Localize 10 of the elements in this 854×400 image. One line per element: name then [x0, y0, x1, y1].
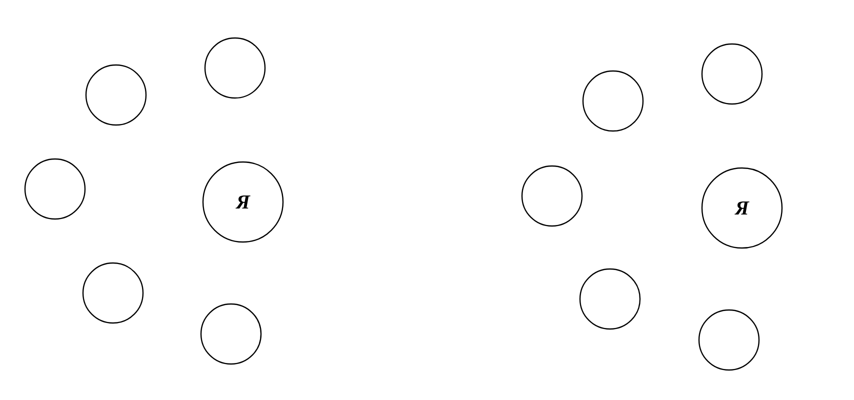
circle — [24, 158, 86, 220]
circle — [701, 43, 763, 105]
circle — [579, 268, 641, 330]
circle — [85, 64, 147, 126]
circle — [521, 165, 583, 227]
circle — [200, 303, 262, 365]
circle — [698, 309, 760, 371]
circle — [582, 70, 644, 132]
circle — [82, 262, 144, 324]
circle — [204, 37, 266, 99]
